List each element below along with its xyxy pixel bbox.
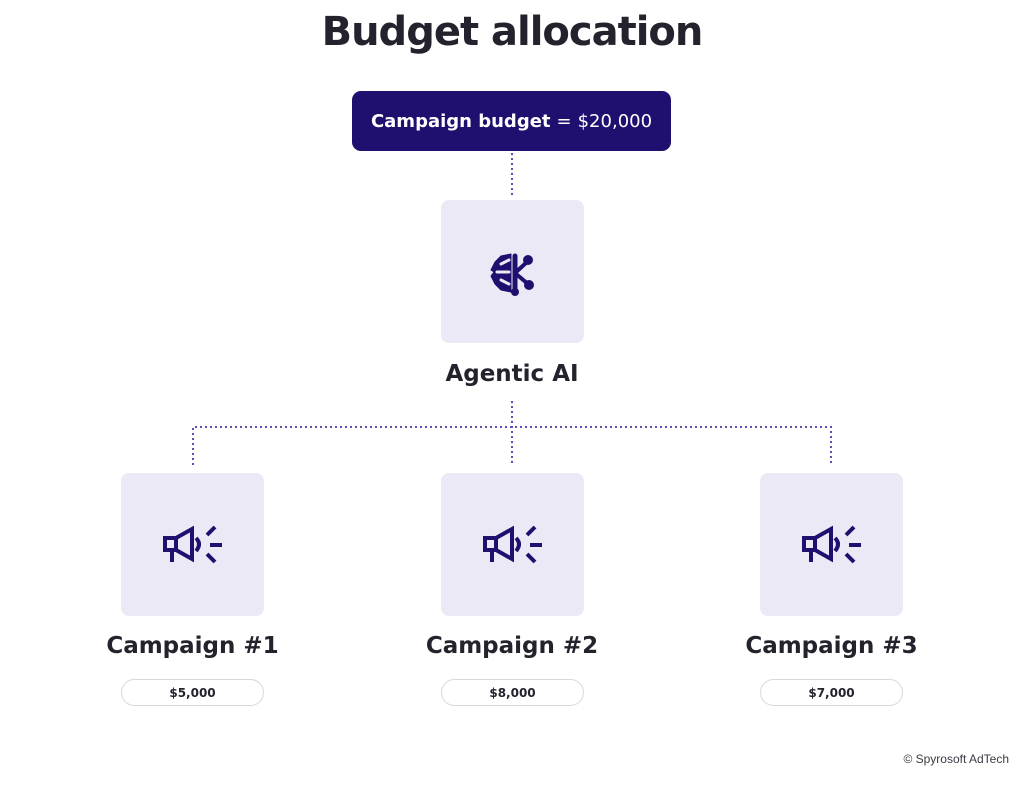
campaign-1-amount: $5,000 [121, 679, 264, 706]
campaign-2-amount: $8,000 [441, 679, 584, 706]
ai-brain-icon [490, 253, 534, 296]
campaign-3-label: Campaign #3 [745, 633, 918, 659]
budget-label: Campaign budget [370, 110, 551, 132]
diagram-title: Budget allocation [321, 9, 704, 55]
budget-amount: $20,000 [577, 110, 653, 132]
copyright-credit: © Spyrosoft AdTech [903, 752, 1009, 766]
campaign-budget-box: Campaign budget = $20,000 [352, 91, 671, 151]
campaign-2-tile [441, 473, 584, 616]
budget-operator: = [556, 110, 572, 132]
campaign-3-tile [760, 473, 903, 616]
campaign-3-amount: $7,000 [760, 679, 903, 706]
megaphone-icon [482, 525, 542, 563]
megaphone-icon [162, 525, 222, 563]
agentic-ai-tile [441, 200, 584, 343]
campaign-1-tile [121, 473, 264, 616]
campaign-2-label: Campaign #2 [425, 633, 599, 659]
agentic-ai-label: Agentic AI [445, 361, 579, 387]
megaphone-icon [801, 525, 861, 563]
connector-branch [192, 426, 832, 465]
campaign-1-label: Campaign #1 [106, 633, 279, 659]
